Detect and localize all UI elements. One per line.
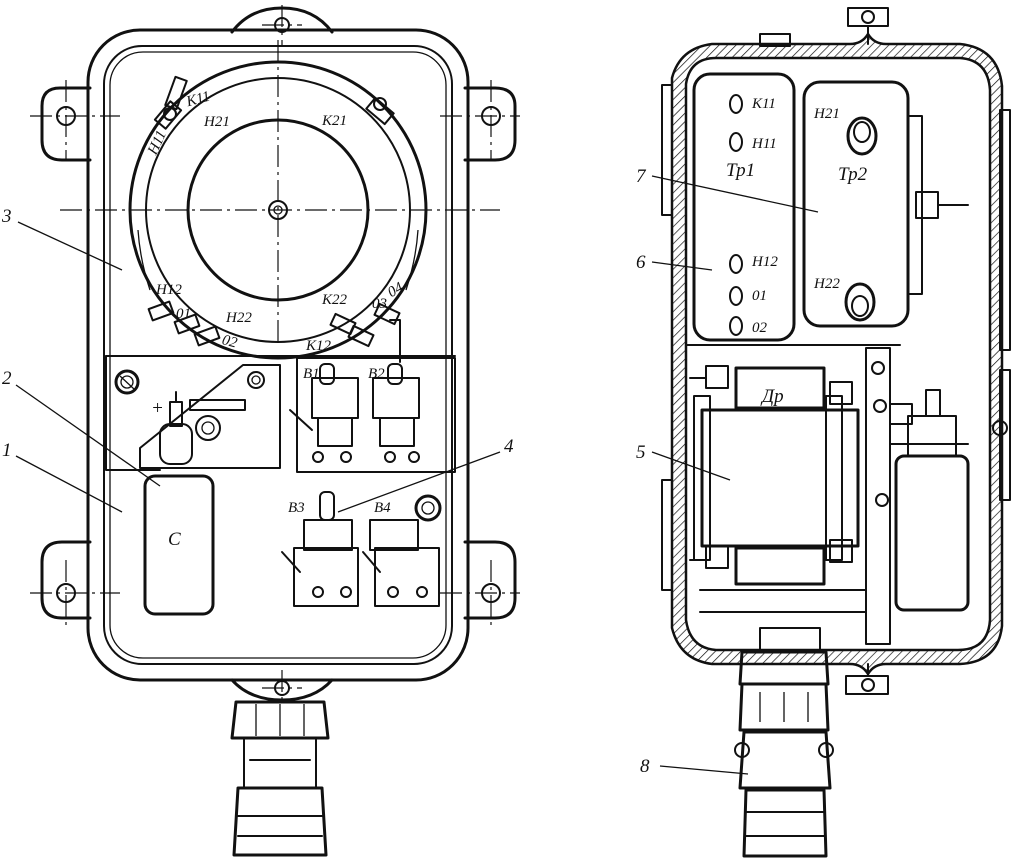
cable-gland-front	[230, 700, 330, 857]
callout-1: 1	[2, 440, 12, 461]
terminal-label-n12: Н12	[155, 282, 182, 298]
callout-6: 6	[636, 252, 646, 273]
side-callouts	[651, 175, 819, 775]
terminal-label-k21: К21	[321, 113, 347, 129]
terminal-label-k12: К12	[305, 338, 331, 354]
capacitor-label: С	[168, 529, 181, 550]
toroidal-transformer	[128, 60, 428, 360]
bottom-terminals	[147, 300, 401, 363]
terminal-label-k22: К22	[321, 292, 347, 308]
terminal-label-n22: Н22	[225, 310, 252, 326]
tr1-label-01: 01	[752, 288, 767, 304]
switch-block-bottom	[281, 491, 442, 607]
terminal-label-n11: Н11	[145, 128, 170, 158]
callout-3: 3	[1, 206, 12, 227]
capacitor-bracket	[139, 364, 281, 469]
callout-5: 5	[636, 442, 646, 463]
side-view: К11 Н11 Тр1 Н12 01 02 Н21 Тр2 Н22 Др 7 6…	[636, 7, 1011, 858]
callout-2: 2	[2, 368, 12, 389]
callout-8: 8	[640, 756, 650, 777]
terminal-label-n21: Н21	[203, 114, 230, 130]
front-view: С +	[1, 5, 520, 857]
switch-label-b1: В1	[303, 366, 320, 382]
terminal-label-03: 03	[372, 296, 387, 312]
tr1-label-n11: Н11	[751, 136, 777, 152]
enclosure-outer	[86, 28, 470, 682]
side-capacitor	[871, 361, 970, 612]
switch-block-top	[289, 357, 456, 473]
clamp-bolts	[845, 7, 889, 695]
terminal-label-k11: К11	[184, 89, 212, 111]
tr2-label-n21: Н21	[813, 106, 840, 122]
top-terminals	[153, 75, 395, 130]
tr2-terminals	[844, 116, 878, 322]
transformer-1-label: Тр1	[726, 160, 755, 181]
cable-gland-side	[734, 627, 834, 858]
callout-7: 7	[636, 166, 647, 187]
choke-label: Др	[760, 386, 784, 407]
terminal-label-02: 02	[220, 332, 239, 351]
callout-4: 4	[504, 436, 514, 457]
tr1-label-k11: К11	[751, 96, 776, 112]
switch-label-b2: В2	[368, 366, 385, 382]
transformer-1-board	[692, 72, 796, 342]
side-enclosure	[661, 31, 1011, 677]
tr1-label-n12: Н12	[751, 254, 778, 270]
switch-label-b3: В3	[288, 500, 305, 516]
tr2-label-n22: Н22	[813, 276, 840, 292]
transformer-2-label: Тр2	[838, 164, 868, 185]
front-callouts	[15, 221, 501, 513]
terminal-label-01: 01	[176, 306, 191, 322]
choke	[689, 365, 860, 586]
capacitor-body	[143, 474, 215, 616]
switch-label-b4: В4	[374, 500, 391, 516]
tr1-label-02: 02	[752, 320, 768, 336]
polarity-mark: +	[151, 398, 164, 419]
mounting-ears	[40, 86, 517, 620]
tr1-terminals	[729, 94, 743, 336]
